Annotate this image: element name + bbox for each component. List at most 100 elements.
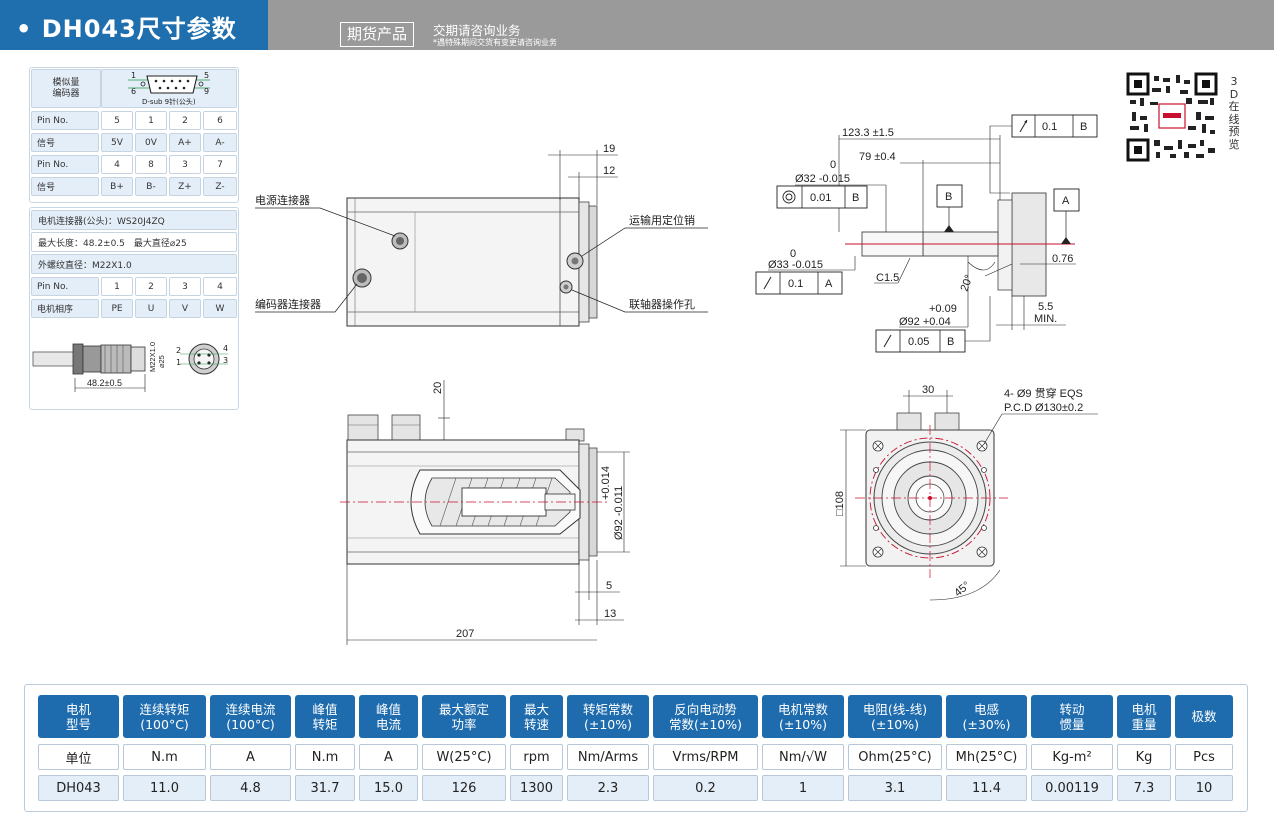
phi32-dim: Ø32 -0.015 (795, 173, 850, 185)
value-cell: 15.0 (359, 775, 418, 801)
side-view-drawing: 电源连接器 编码器连接器 运输用定位销 联轴器操作孔 19 12 (255, 143, 708, 327)
th-line: (±30%) (962, 716, 1011, 732)
enc-row4-cell: B+ (101, 177, 133, 196)
encoder-label: 模似量 编码器 (31, 69, 101, 108)
dim-12: 12 (603, 165, 615, 177)
value-cell: 31.7 (295, 775, 355, 801)
unit-cell: N.m (123, 744, 206, 770)
unit-cell: Nm/√W (762, 744, 844, 770)
encoder-connector-label: 编码器连接器 (255, 297, 321, 311)
shaft-tolerance-drawing: 123.3 ±1.5 79 ±0.4 0 Ø32 -0.015 0.01 B B… (755, 114, 1098, 353)
enc-row3-cell: 7 (203, 155, 237, 174)
datum-a-box: A (1062, 195, 1070, 207)
qr-side-char: 预 (1228, 125, 1240, 138)
encoder-label-line1: 模似量 (52, 77, 80, 88)
dsub-pin9: 9 (204, 87, 209, 96)
th-inductance: 电感(±30%) (946, 695, 1027, 738)
enc-row2-label: 信号 (31, 133, 99, 152)
th-line: (±10%) (778, 716, 827, 732)
delivery-subnotice: *遇特殊期间交货有变更请咨询业务 (433, 38, 557, 47)
motor-connector-thread: 外螺纹直径：M22X1.0 (31, 254, 237, 274)
th-line: (100°C) (226, 716, 275, 732)
unit-cell: N.m (295, 744, 355, 770)
enc-row2-cell: A- (203, 133, 237, 152)
dim-92-upper: +0.014 (600, 466, 612, 500)
enc-row1-cell: 2 (169, 111, 201, 130)
page-header: • DH043尺寸参数 期货产品 交期请咨询业务 *遇特殊期间交货有变更请咨询业… (0, 0, 1274, 50)
spec-table-frame (24, 684, 1248, 812)
th-line: 连续转矩 (139, 701, 190, 717)
th-line: 电流 (375, 716, 401, 732)
enc-row2-cell: 5V (101, 133, 133, 152)
th-model: 电机型号 (38, 695, 119, 738)
value-cell: 11.4 (946, 775, 1027, 801)
th-max-speed: 最大转速 (510, 695, 563, 738)
dim-123: 123.3 ±1.5 (842, 127, 894, 139)
mot-row2-label: 电机相序 (31, 299, 99, 318)
th-motor-const: 电机常数(±10%) (762, 695, 844, 738)
mot-row1-cell: 1 (101, 277, 133, 296)
th-line: 电感 (973, 701, 999, 717)
enc-row2-cell: A+ (169, 133, 201, 152)
th-line: 重量 (1131, 716, 1157, 732)
tol-01-top: 0.1 (1042, 121, 1057, 133)
tol-001: 0.01 (810, 192, 831, 204)
th-line: 型号 (65, 716, 91, 732)
enc-row1-cell: 6 (203, 111, 237, 130)
delivery-notice: 交期请咨询业务 (433, 23, 521, 38)
unit-cell: rpm (510, 744, 563, 770)
unit-cell: Ohm(25°C) (848, 744, 942, 770)
enc-row3-cell: 8 (135, 155, 167, 174)
th-line: 电机 (65, 701, 91, 717)
transport-pin-label: 运输用定位销 (629, 213, 695, 227)
unit-cell: Nm/Arms (567, 744, 649, 770)
dim-min: MIN. (1034, 313, 1057, 325)
cable-thread-dim: M22X1.0 (148, 342, 157, 372)
enc-row4-cell: Z+ (169, 177, 201, 196)
value-cell: 1300 (510, 775, 563, 801)
dim-076: 0.76 (1052, 253, 1073, 265)
th-line: 最大额定 (438, 701, 489, 717)
unit-cell: Pcs (1175, 744, 1233, 770)
mot-row2-cell: W (203, 299, 237, 318)
unit-cell: 单位 (38, 744, 119, 770)
mot-row1-cell: 3 (169, 277, 201, 296)
enc-row4-cell: B- (135, 177, 167, 196)
th-max-power: 最大额定功率 (422, 695, 506, 738)
angle-45: 45° (952, 579, 972, 599)
cable-pin2: 2 (176, 346, 181, 355)
th-back-emf: 反向电动势常数(±10%) (653, 695, 758, 738)
dim-207: 207 (456, 628, 474, 640)
chamfer-c15: C1.5 (876, 272, 899, 284)
datum-b-box: B (945, 191, 952, 203)
qr-side-char: 在 (1228, 100, 1240, 113)
cable-pin4: 4 (223, 344, 228, 353)
th-weight: 电机重量 (1117, 695, 1171, 738)
enc-row1-label: Pin No. (31, 111, 99, 130)
dsub-pin1: 1 (131, 71, 136, 80)
cable-pin3: 3 (223, 356, 228, 365)
phi92-dim: Ø92 +0.04 (899, 316, 951, 328)
dim-5: 5 (606, 580, 612, 592)
th-line: (100°C) (140, 716, 189, 732)
enc-row4-label: 信号 (31, 177, 99, 196)
phi33-dim: Ø33 -0.015 (768, 259, 823, 271)
unit-cell: Mh(25°C) (946, 744, 1027, 770)
top-view-drawing: 20 Ø92 -0.011 +0.014 5 13 207 (340, 380, 630, 645)
coupling-hole-label: 联轴器操作孔 (629, 297, 695, 311)
enc-row1-cell: 5 (101, 111, 133, 130)
motor-connector-model: 电机连接器(公头)：WS20J4ZQ (31, 210, 237, 230)
th-line: 电机 (1131, 701, 1157, 717)
th-line: 最大 (523, 701, 549, 717)
th-line: 转矩常数 (582, 701, 633, 717)
dsub-pin6: 6 (131, 87, 136, 96)
th-poles: 极数 (1175, 695, 1233, 738)
th-line: (±10%) (870, 716, 919, 732)
enc-row1-cell: 1 (135, 111, 167, 130)
th-cont-current: 连续电流(100°C) (210, 695, 291, 738)
enc-row3-label: Pin No. (31, 155, 99, 174)
front-view-drawing: 30 4- Ø9 贯穿 EQS P.C.D Ø130±0.2 □108 45° (834, 384, 1098, 601)
value-cell: 7.3 (1117, 775, 1171, 801)
tol-001-datum: B (852, 192, 859, 204)
